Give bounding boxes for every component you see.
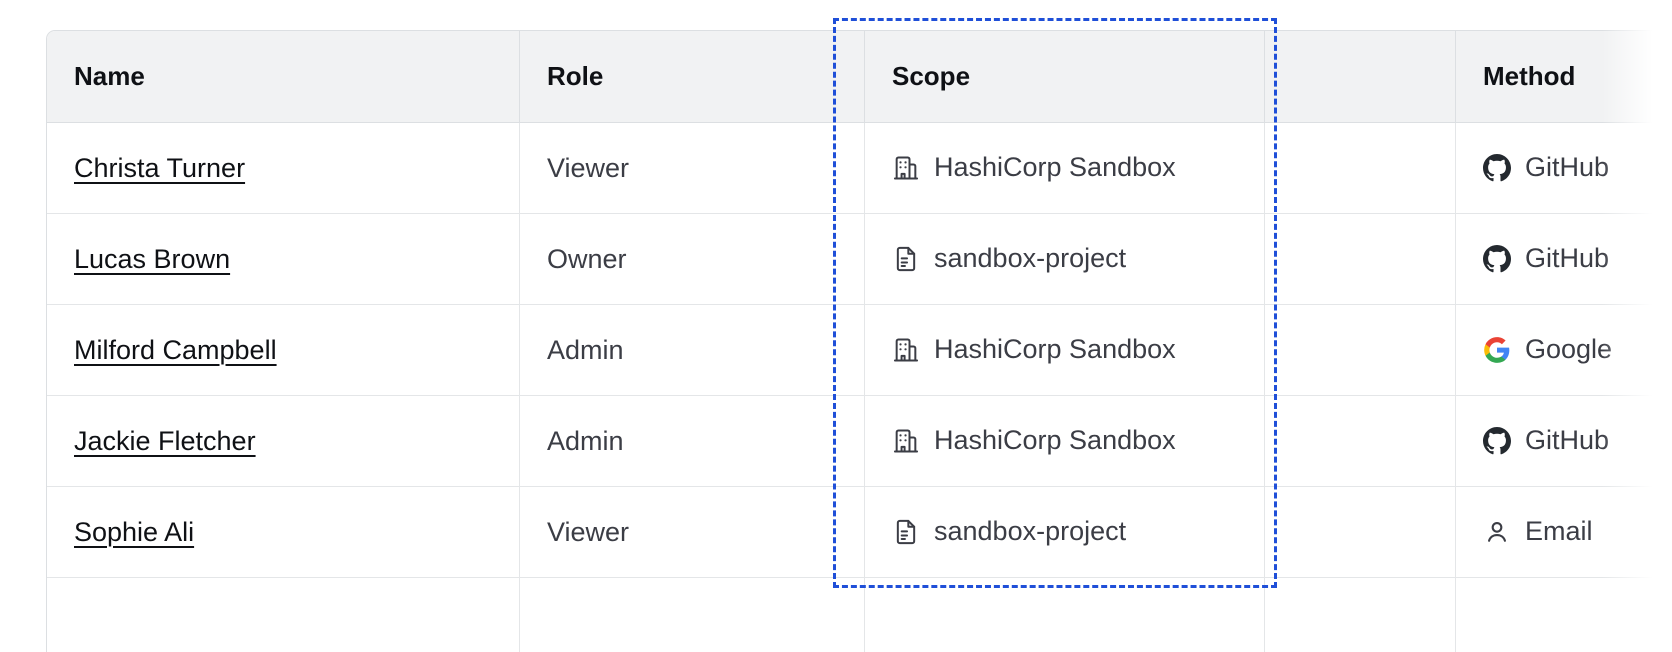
cell-role: Owner xyxy=(520,214,865,305)
scope-label: sandbox-project xyxy=(934,242,1127,273)
cell-extra xyxy=(1265,305,1456,396)
user-name-link[interactable]: Lucas Brown xyxy=(74,243,231,274)
cell-name: Jackie Fletcher xyxy=(47,396,520,487)
access-table: Name Role Scope Method Christa Turner Vi… xyxy=(46,30,1672,652)
method-label: GitHub xyxy=(1525,242,1610,273)
github-icon xyxy=(1483,245,1511,273)
document-icon xyxy=(892,518,920,546)
building-icon xyxy=(892,336,920,364)
table-row[interactable]: Jackie Fletcher Admin xyxy=(47,396,1672,487)
table-row[interactable]: Milford Campbell Admin xyxy=(47,305,1672,396)
user-name-link[interactable]: Sophie Ali xyxy=(74,516,195,547)
github-icon xyxy=(1483,154,1511,182)
cell-name: Christa Turner xyxy=(47,123,520,214)
cell-name xyxy=(47,578,520,652)
column-header-extra[interactable] xyxy=(1265,31,1456,123)
cell-scope: HashiCorp Sandbox xyxy=(865,305,1265,396)
table-header-row: Name Role Scope Method xyxy=(47,31,1672,123)
document-icon xyxy=(892,245,920,273)
cell-role: Viewer xyxy=(520,487,865,578)
method-label: Google xyxy=(1525,333,1613,364)
table-row[interactable] xyxy=(47,578,1672,652)
table-body: Christa Turner Viewer xyxy=(47,123,1672,652)
user-name-link[interactable]: Milford Campbell xyxy=(74,334,277,365)
cell-scope: HashiCorp Sandbox xyxy=(865,123,1265,214)
column-header-name[interactable]: Name xyxy=(47,31,520,123)
cell-role: Admin xyxy=(520,396,865,487)
table-row[interactable]: Sophie Ali Viewer xyxy=(47,487,1672,578)
user-name-link[interactable]: Jackie Fletcher xyxy=(74,425,256,456)
cell-method: GitHub xyxy=(1456,214,1672,305)
cell-scope: sandbox-project xyxy=(865,214,1265,305)
building-icon xyxy=(892,427,920,455)
cell-name: Milford Campbell xyxy=(47,305,520,396)
table-scroll-container[interactable]: Name Role Scope Method Christa Turner Vi… xyxy=(46,30,1672,652)
cell-method: Google xyxy=(1456,305,1672,396)
cell-extra xyxy=(1265,123,1456,214)
method-label: GitHub xyxy=(1525,424,1610,455)
table-header: Name Role Scope Method xyxy=(47,31,1672,123)
cell-method: GitHub xyxy=(1456,123,1672,214)
method-label: Email xyxy=(1525,515,1593,546)
scope-label: HashiCorp Sandbox xyxy=(934,151,1176,182)
scope-label: HashiCorp Sandbox xyxy=(934,424,1176,455)
cell-extra xyxy=(1265,487,1456,578)
user-icon xyxy=(1483,518,1511,546)
user-name-link[interactable]: Christa Turner xyxy=(74,152,246,183)
cell-method xyxy=(1456,578,1672,652)
cell-method: GitHub xyxy=(1456,396,1672,487)
cell-role xyxy=(520,578,865,652)
column-header-scope[interactable]: Scope xyxy=(865,31,1265,123)
cell-extra xyxy=(1265,578,1456,652)
cell-scope: HashiCorp Sandbox xyxy=(865,396,1265,487)
table-row[interactable]: Lucas Brown Owner xyxy=(47,214,1672,305)
scope-label: HashiCorp Sandbox xyxy=(934,333,1176,364)
cell-name: Sophie Ali xyxy=(47,487,520,578)
github-icon xyxy=(1483,427,1511,455)
building-icon xyxy=(892,154,920,182)
column-header-method[interactable]: Method xyxy=(1456,31,1672,123)
cell-role: Viewer xyxy=(520,123,865,214)
cell-scope xyxy=(865,578,1265,652)
cell-scope: sandbox-project xyxy=(865,487,1265,578)
cell-method: Email xyxy=(1456,487,1672,578)
cell-extra xyxy=(1265,214,1456,305)
cell-role: Admin xyxy=(520,305,865,396)
cell-name: Lucas Brown xyxy=(47,214,520,305)
cell-extra xyxy=(1265,396,1456,487)
table-row[interactable]: Christa Turner Viewer xyxy=(47,123,1672,214)
scope-label: sandbox-project xyxy=(934,515,1127,546)
column-header-role[interactable]: Role xyxy=(520,31,865,123)
method-label: GitHub xyxy=(1525,151,1610,182)
google-icon xyxy=(1483,336,1511,364)
